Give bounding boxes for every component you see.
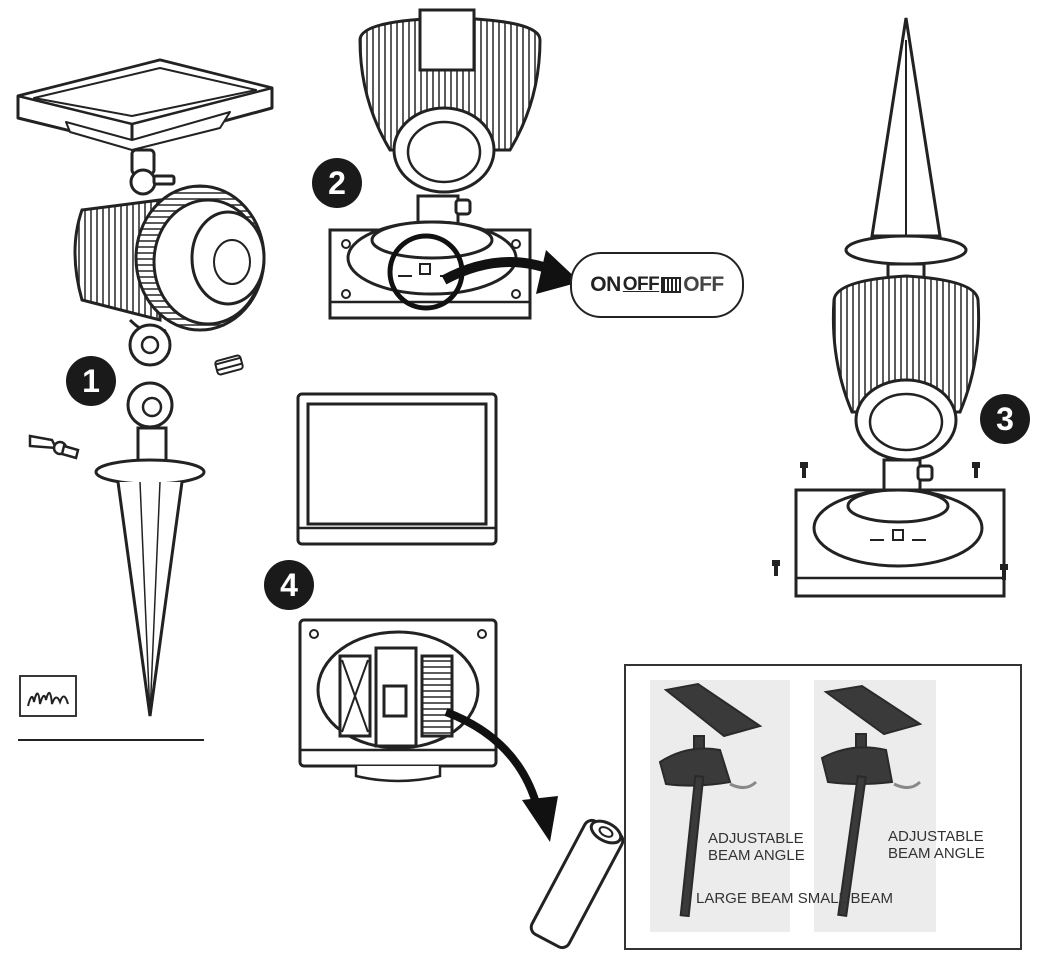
switch-label: ON OFF OFF	[570, 252, 744, 318]
step3-lamp	[831, 274, 981, 494]
arrow-icon	[441, 257, 554, 285]
right-beam-label-line2: BEAM ANGLE	[888, 845, 985, 862]
step2-lamp	[358, 8, 542, 226]
step3-spike	[844, 17, 968, 308]
step3-base	[794, 488, 1006, 598]
step-1-badge: 1	[66, 356, 116, 406]
left-beam-label-line1: ADJUSTABLE	[708, 830, 804, 847]
beam-angle-panel: ADJUSTABLE BEAM ANGLE ADJUSTABLE BEAM AN…	[624, 664, 1022, 950]
wing-nut-icon	[28, 434, 80, 460]
step-3-number: 3	[996, 400, 1014, 437]
step3-screws	[772, 462, 1008, 580]
switch-middle-text: OFF	[622, 274, 660, 295]
right-beam-label-line1: ADJUSTABLE	[888, 828, 984, 845]
switch-off-text: OFF	[683, 273, 724, 296]
left-beam-label-line2: BEAM ANGLE	[708, 847, 805, 864]
step1-bracket	[129, 148, 176, 196]
battery-arrow-head	[522, 796, 558, 842]
battery-icon	[529, 818, 625, 950]
stake-icon	[94, 381, 206, 717]
step4-panel-front	[296, 392, 498, 546]
arrow-head	[536, 250, 580, 294]
beam-photo-drawings	[658, 682, 923, 918]
step-2-number: 2	[328, 164, 346, 201]
battery-arrow	[444, 708, 542, 811]
beam-caption: LARGE BEAM SMALL BEAM	[696, 890, 894, 907]
step-4-number: 4	[280, 566, 298, 603]
switch-on-text: ON	[590, 273, 621, 296]
step1-solar-panel	[16, 58, 274, 151]
step-2-badge: 2	[312, 158, 362, 208]
step-3-badge: 3	[980, 394, 1030, 444]
grass-icon	[19, 675, 77, 717]
switch-slider-icon	[661, 277, 682, 293]
step-1-number: 1	[82, 362, 100, 399]
left-beam-label: ADJUSTABLE BEAM ANGLE	[708, 830, 805, 864]
spotlight-icon	[73, 184, 266, 367]
right-beam-label: ADJUSTABLE BEAM ANGLE	[888, 828, 985, 862]
screw-icon	[214, 354, 244, 376]
step-4-badge: 4	[264, 560, 314, 610]
step4-panel-back	[298, 618, 498, 783]
